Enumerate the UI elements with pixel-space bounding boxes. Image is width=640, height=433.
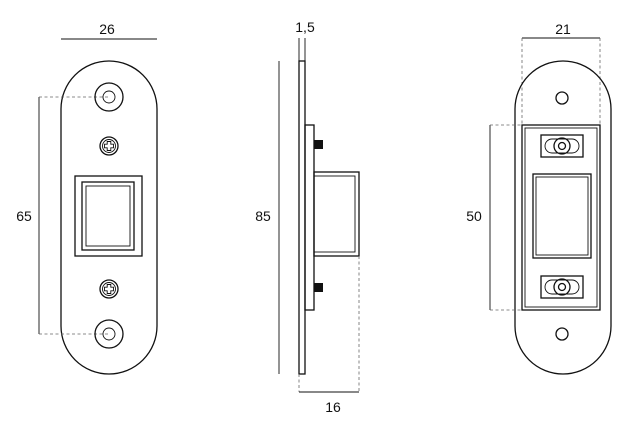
side-thickness-label: 1,5 <box>295 19 315 35</box>
front-top-screw-icon <box>99 136 119 156</box>
back-plate-outline <box>514 60 612 375</box>
side-top-tab <box>314 140 323 149</box>
side-housing-profile <box>304 124 360 311</box>
side-height-label: 85 <box>255 208 271 224</box>
front-hole-spacing-label: 65 <box>16 208 32 224</box>
back-view: 21 50 <box>466 21 612 375</box>
back-housing <box>521 124 601 311</box>
side-depth-label: 16 <box>325 399 341 415</box>
front-top-hole <box>94 82 124 112</box>
back-bottom-adjust-slot <box>540 275 584 299</box>
side-view: 1,5 85 16 <box>255 19 360 415</box>
front-bottom-hole <box>94 319 124 349</box>
front-plate-outline <box>60 60 158 375</box>
front-view: 26 65 <box>16 21 158 375</box>
back-top-hole <box>555 91 569 105</box>
side-plate-profile <box>298 60 306 375</box>
front-bottom-screw-icon <box>99 279 119 299</box>
front-strike-opening <box>74 175 143 257</box>
back-hole-spacing-label: 50 <box>466 208 482 224</box>
back-bottom-hole <box>555 327 569 341</box>
back-top-adjust-slot <box>540 134 584 158</box>
back-width-label: 21 <box>555 21 571 37</box>
front-width-label: 26 <box>99 21 115 37</box>
side-bottom-tab <box>314 283 323 292</box>
